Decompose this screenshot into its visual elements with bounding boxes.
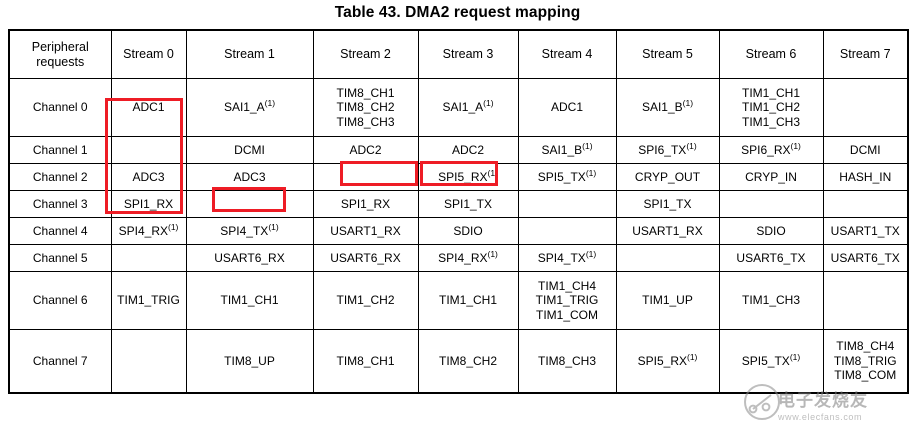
column-header-stream-0: Stream 0 [110,29,187,79]
row-header-channel-7: Channel 7 [8,329,112,394]
cell-ch7-stream0 [110,329,187,394]
cell-ch6-stream3: TIM1_CH1 [417,271,519,330]
row-header-channel-4: Channel 4 [8,217,112,245]
cell-ch0-stream5: SAI1_B(1) [615,78,720,137]
cell-ch1-stream5: SPI6_TX(1) [615,136,720,164]
column-header-stream-3: Stream 3 [417,29,519,79]
cell-ch5-stream1: USART6_RX [185,244,314,272]
cell-ch5-stream6: USART6_TX [718,244,824,272]
cell-ch0-stream7 [822,78,909,137]
cell-ch4-stream5: USART1_RX [615,217,720,245]
cell-ch5-stream5 [615,244,720,272]
cell-ch3-stream1 [185,190,314,218]
cell-ch3-stream0: SPI1_RX [110,190,187,218]
cell-ch5-stream4: SPI4_TX(1) [517,244,617,272]
cell-ch4-stream1: SPI4_TX(1) [185,217,314,245]
cell-ch5-stream3: SPI4_RX(1) [417,244,519,272]
cell-ch2-stream5: CRYP_OUT [615,163,720,191]
cell-ch4-stream2: USART1_RX [312,217,419,245]
cell-ch1-stream6: SPI6_RX(1) [718,136,824,164]
row-header-channel-2: Channel 2 [8,163,112,191]
column-header-stream-1: Stream 1 [185,29,314,79]
header-row: Peripheral requests Stream 0 Stream 1 St… [8,29,909,79]
row-header-channel-5: Channel 5 [8,244,112,272]
cell-ch1-stream2: ADC2 [312,136,419,164]
column-header-peripheral-requests: Peripheral requests [8,29,112,79]
cell-ch6-stream7 [822,271,909,330]
cell-ch5-stream0 [110,244,187,272]
page-title: Table 43. DMA2 request mapping [334,4,581,21]
cell-ch1-stream1: DCMI [185,136,314,164]
cell-ch3-stream3: SPI1_TX [417,190,519,218]
row-header-channel-3: Channel 3 [8,190,112,218]
cell-ch1-stream7: DCMI [822,136,909,164]
cell-ch7-stream1: TIM8_UP [185,329,314,394]
cell-ch7-stream3: TIM8_CH2 [417,329,519,394]
cell-ch1-stream3: ADC2 [417,136,519,164]
cell-ch4-stream0: SPI4_RX(1) [110,217,187,245]
dma-request-mapping-table-wrapper: Peripheral requests Stream 0 Stream 1 St… [8,29,909,394]
cell-ch2-stream0: ADC3 [110,163,187,191]
cell-ch2-stream7: HASH_IN [822,163,909,191]
cell-ch5-stream2: USART6_RX [312,244,419,272]
cell-ch4-stream6: SDIO [718,217,824,245]
cell-ch6-stream2: TIM1_CH2 [312,271,419,330]
row-header-channel-1: Channel 1 [8,136,112,164]
cell-ch7-stream2: TIM8_CH1 [312,329,419,394]
cell-ch2-stream6: CRYP_IN [718,163,824,191]
column-header-stream-2: Stream 2 [312,29,419,79]
cell-ch1-stream4: SAI1_B(1) [517,136,617,164]
cell-ch3-stream2: SPI1_RX [312,190,419,218]
cell-ch3-stream4 [517,190,617,218]
cell-ch2-stream4: SPI5_TX(1) [517,163,617,191]
cell-ch6-stream5: TIM1_UP [615,271,720,330]
cell-ch2-stream2 [312,163,419,191]
cell-ch2-stream3: SPI5_RX(1) [417,163,519,191]
column-header-stream-6: Stream 6 [718,29,824,79]
watermark-url: www.elecfans.com [778,412,863,422]
cell-ch3-stream7 [822,190,909,218]
cell-ch4-stream4 [517,217,617,245]
cell-ch0-stream1: SAI1_A(1) [185,78,314,137]
table-header: Peripheral requests Stream 0 Stream 1 St… [8,29,909,79]
cell-ch7-stream5: SPI5_RX(1) [615,329,720,394]
cell-ch3-stream5: SPI1_TX [615,190,720,218]
cell-ch7-stream6: SPI5_TX(1) [718,329,824,394]
column-header-stream-4: Stream 4 [517,29,617,79]
cell-ch6-stream6: TIM1_CH3 [718,271,824,330]
cell-ch0-stream3: SAI1_A(1) [417,78,519,137]
dma-request-mapping-table: Peripheral requests Stream 0 Stream 1 St… [8,29,909,394]
cell-ch0-stream4: ADC1 [517,78,617,137]
cell-ch3-stream6 [718,190,824,218]
row-header-channel-6: Channel 6 [8,271,112,330]
column-header-stream-5: Stream 5 [615,29,720,79]
column-header-stream-7: Stream 7 [822,29,909,79]
cell-ch4-stream7: USART1_TX [822,217,909,245]
cell-ch5-stream7: USART6_TX [822,244,909,272]
row-header-channel-0: Channel 0 [8,78,112,137]
cell-ch6-stream1: TIM1_CH1 [185,271,314,330]
cell-ch0-stream0: ADC1 [110,78,187,137]
cell-ch4-stream3: SDIO [417,217,519,245]
cell-ch1-stream0 [110,136,187,164]
cell-ch6-stream0: TIM1_TRIG [110,271,187,330]
cell-ch7-stream4: TIM8_CH3 [517,329,617,394]
cell-ch2-stream1: ADC3 [185,163,314,191]
